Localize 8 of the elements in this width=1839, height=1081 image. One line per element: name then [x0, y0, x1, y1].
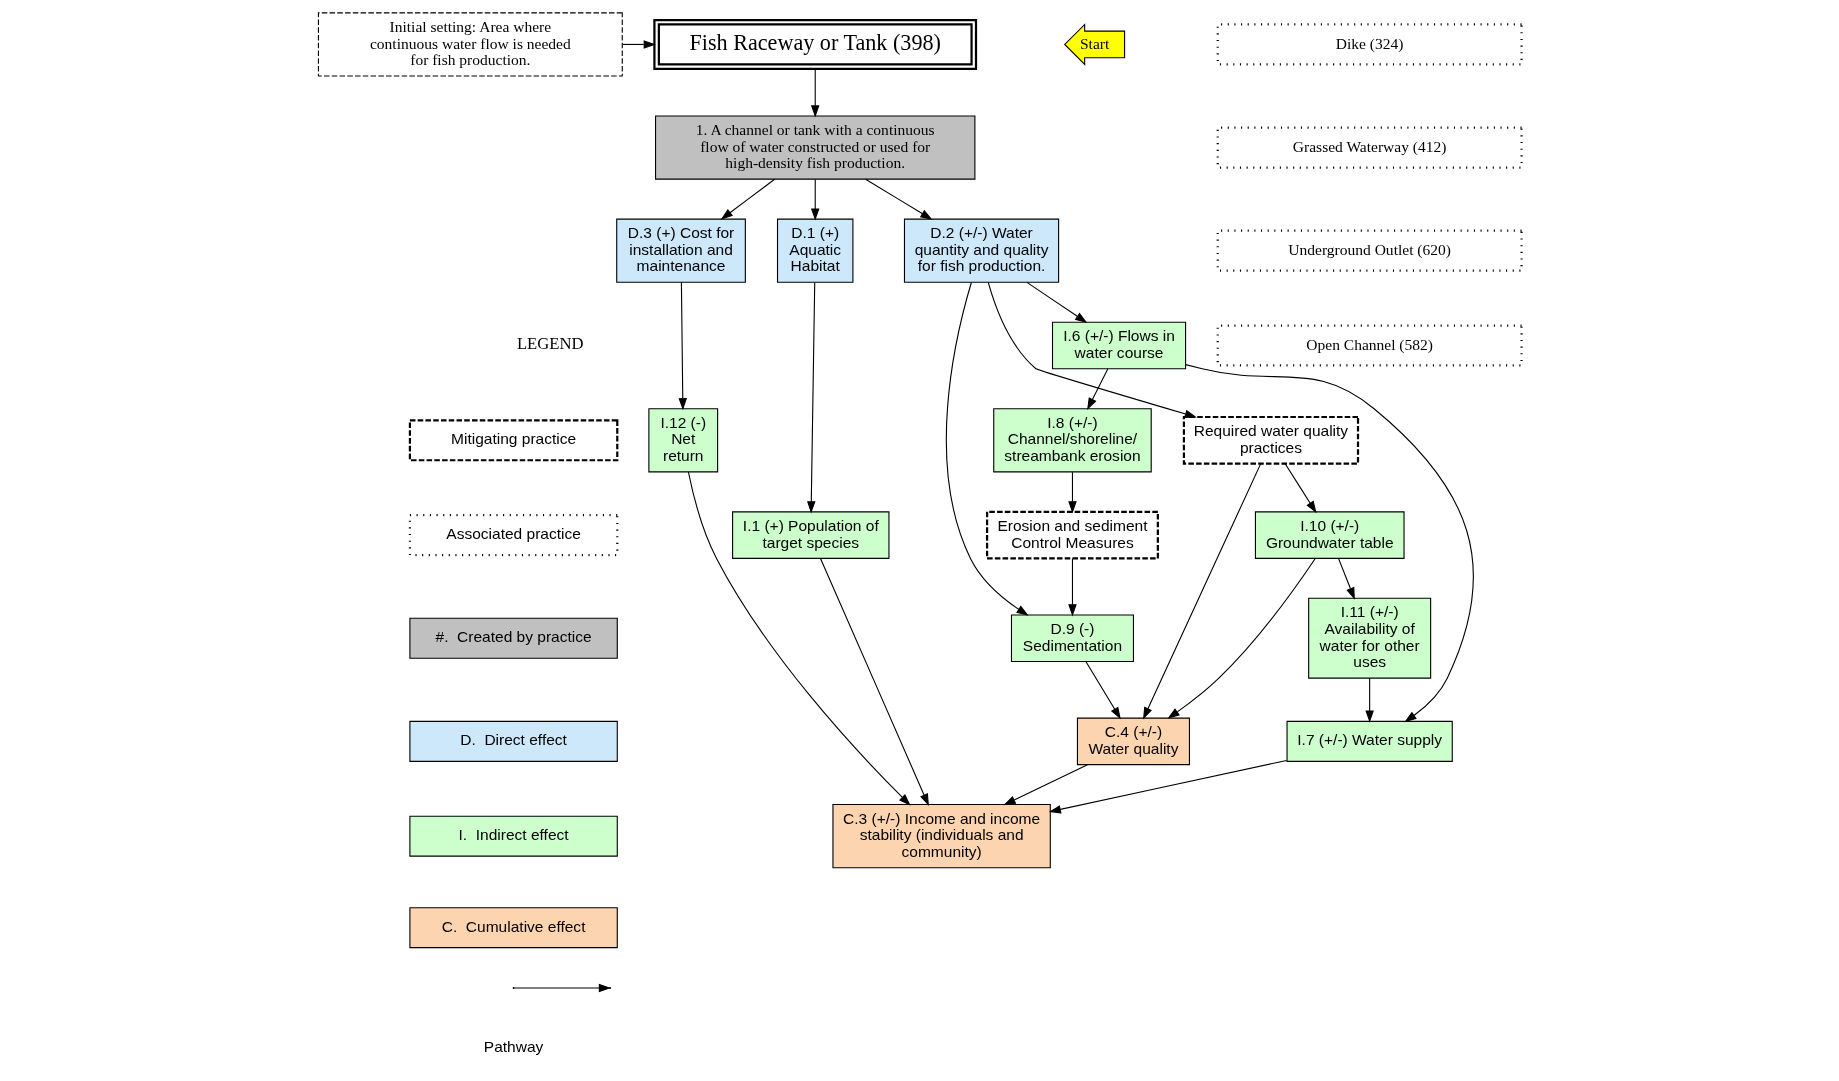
legend-label: D. Direct effect	[459, 731, 567, 749]
legend-label: Associated practice	[445, 525, 581, 543]
label: LEGEND	[516, 334, 583, 354]
legend-label: C. Cumulative effect	[441, 917, 585, 935]
legend-label: I. Indirect effect	[458, 826, 569, 844]
legend-label: #. Created by practice	[435, 628, 592, 646]
legend-label: Mitigating practice	[450, 430, 576, 448]
legend-label: Pathway	[483, 1038, 543, 1056]
